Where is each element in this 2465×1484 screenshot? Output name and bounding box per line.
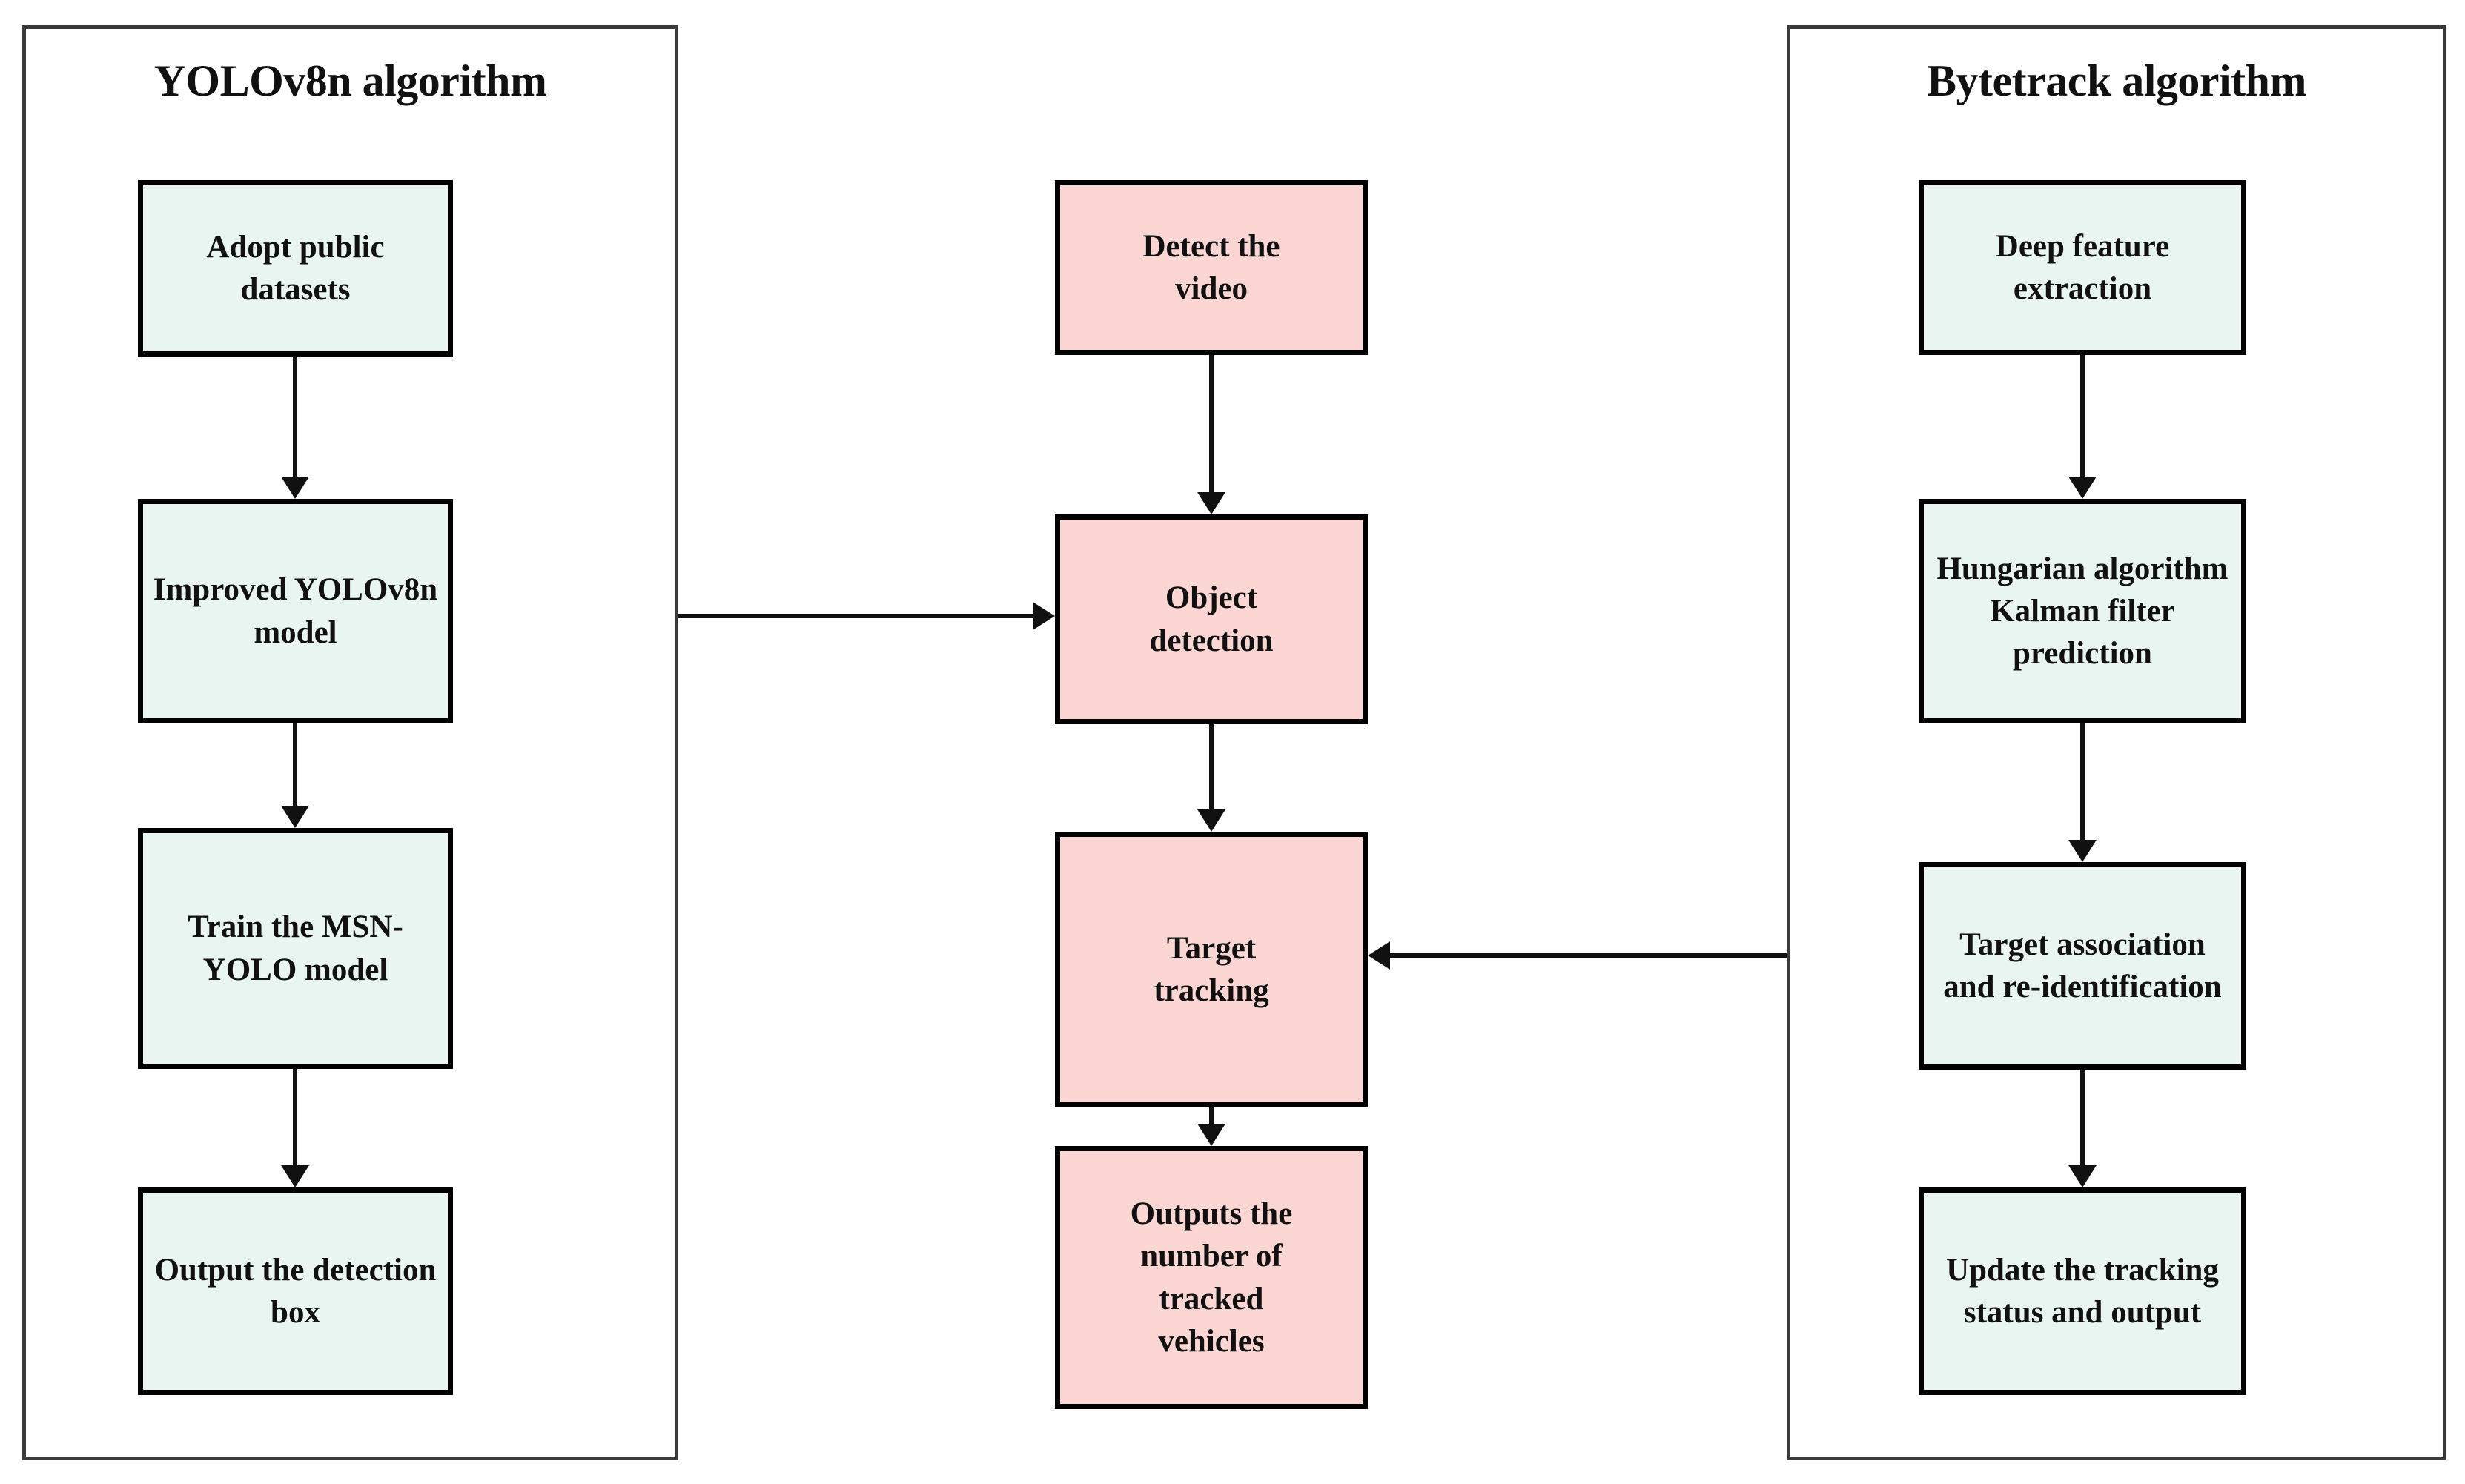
node-deep-feature-extraction[interactable]: Deep feature extraction xyxy=(1919,180,2246,355)
arrowhead-deep-to-hungarian xyxy=(2068,477,2097,499)
arrowhead-left-panel-to-object-detection xyxy=(1033,602,1055,630)
arrowhead-right-panel-to-target-tracking xyxy=(1368,941,1390,970)
node-label: Outputs the number of tracked vehicles xyxy=(1130,1196,1293,1359)
connector-adopt-to-improved xyxy=(293,357,297,477)
connector-deep-to-hungarian xyxy=(2080,355,2085,477)
node-label: Train the MSN- YOLO model xyxy=(188,910,403,987)
node-target-association-reid[interactable]: Target association and re-identification xyxy=(1919,862,2246,1070)
node-detect-the-video[interactable]: Detect the video xyxy=(1055,180,1368,355)
node-output-detection-box[interactable]: Output the detection box xyxy=(138,1187,453,1395)
panel-title-bytetrack: Bytetrack algorithm xyxy=(1926,56,2307,105)
connector-assoc-to-update xyxy=(2080,1070,2085,1165)
node-target-tracking[interactable]: Target tracking xyxy=(1055,832,1368,1107)
node-adopt-public-datasets[interactable]: Adopt public datasets xyxy=(138,180,453,357)
node-label: Detect the video xyxy=(1142,228,1280,306)
node-label: Target association and re-identification xyxy=(1943,927,2222,1004)
arrowhead-object-to-target xyxy=(1197,809,1225,832)
arrowhead-improved-to-train xyxy=(281,806,309,828)
node-label: Hungarian algorithm Kalman filter predic… xyxy=(1936,551,2229,672)
arrowhead-train-to-output xyxy=(281,1165,309,1187)
node-hungarian-kalman[interactable]: Hungarian algorithm Kalman filter predic… xyxy=(1919,499,2246,723)
arrowhead-hungarian-to-assoc xyxy=(2068,840,2097,862)
connector-train-to-output xyxy=(293,1069,297,1165)
node-label: Adopt public datasets xyxy=(206,229,385,307)
arrowhead-detect-to-object xyxy=(1197,492,1225,514)
node-label: Deep feature extraction xyxy=(1995,228,2170,306)
node-label: Target tracking xyxy=(1154,930,1269,1008)
connector-right-panel-to-target-tracking xyxy=(1390,953,1788,958)
node-label: Update the tracking status and output xyxy=(1946,1252,2219,1330)
panel-title-yolov8n: YOLOv8n algorithm xyxy=(153,56,547,105)
connector-target-to-outputs xyxy=(1209,1107,1214,1124)
connector-hungarian-to-assoc xyxy=(2080,723,2085,840)
node-update-tracking-status[interactable]: Update the tracking status and output xyxy=(1919,1187,2246,1395)
arrowhead-assoc-to-update xyxy=(2068,1165,2097,1187)
node-label: Output the detection box xyxy=(154,1252,437,1330)
node-object-detection[interactable]: Object detection xyxy=(1055,514,1368,724)
arrowhead-adopt-to-improved xyxy=(281,477,309,499)
node-label: Object detection xyxy=(1149,580,1274,658)
connector-improved-to-train xyxy=(293,723,297,806)
connector-object-to-target xyxy=(1209,724,1214,809)
node-outputs-number-of-tracked-vehicles[interactable]: Outputs the number of tracked vehicles xyxy=(1055,1146,1368,1409)
node-label: Improved YOLOv8n model xyxy=(153,572,438,650)
arrowhead-target-to-outputs xyxy=(1197,1124,1225,1146)
node-improved-yolov8n-model[interactable]: Improved YOLOv8n model xyxy=(138,499,453,723)
node-train-msn-yolo-model[interactable]: Train the MSN- YOLO model xyxy=(138,828,453,1069)
connector-left-panel-to-object-detection xyxy=(678,614,1035,618)
connector-detect-to-object xyxy=(1209,355,1214,492)
